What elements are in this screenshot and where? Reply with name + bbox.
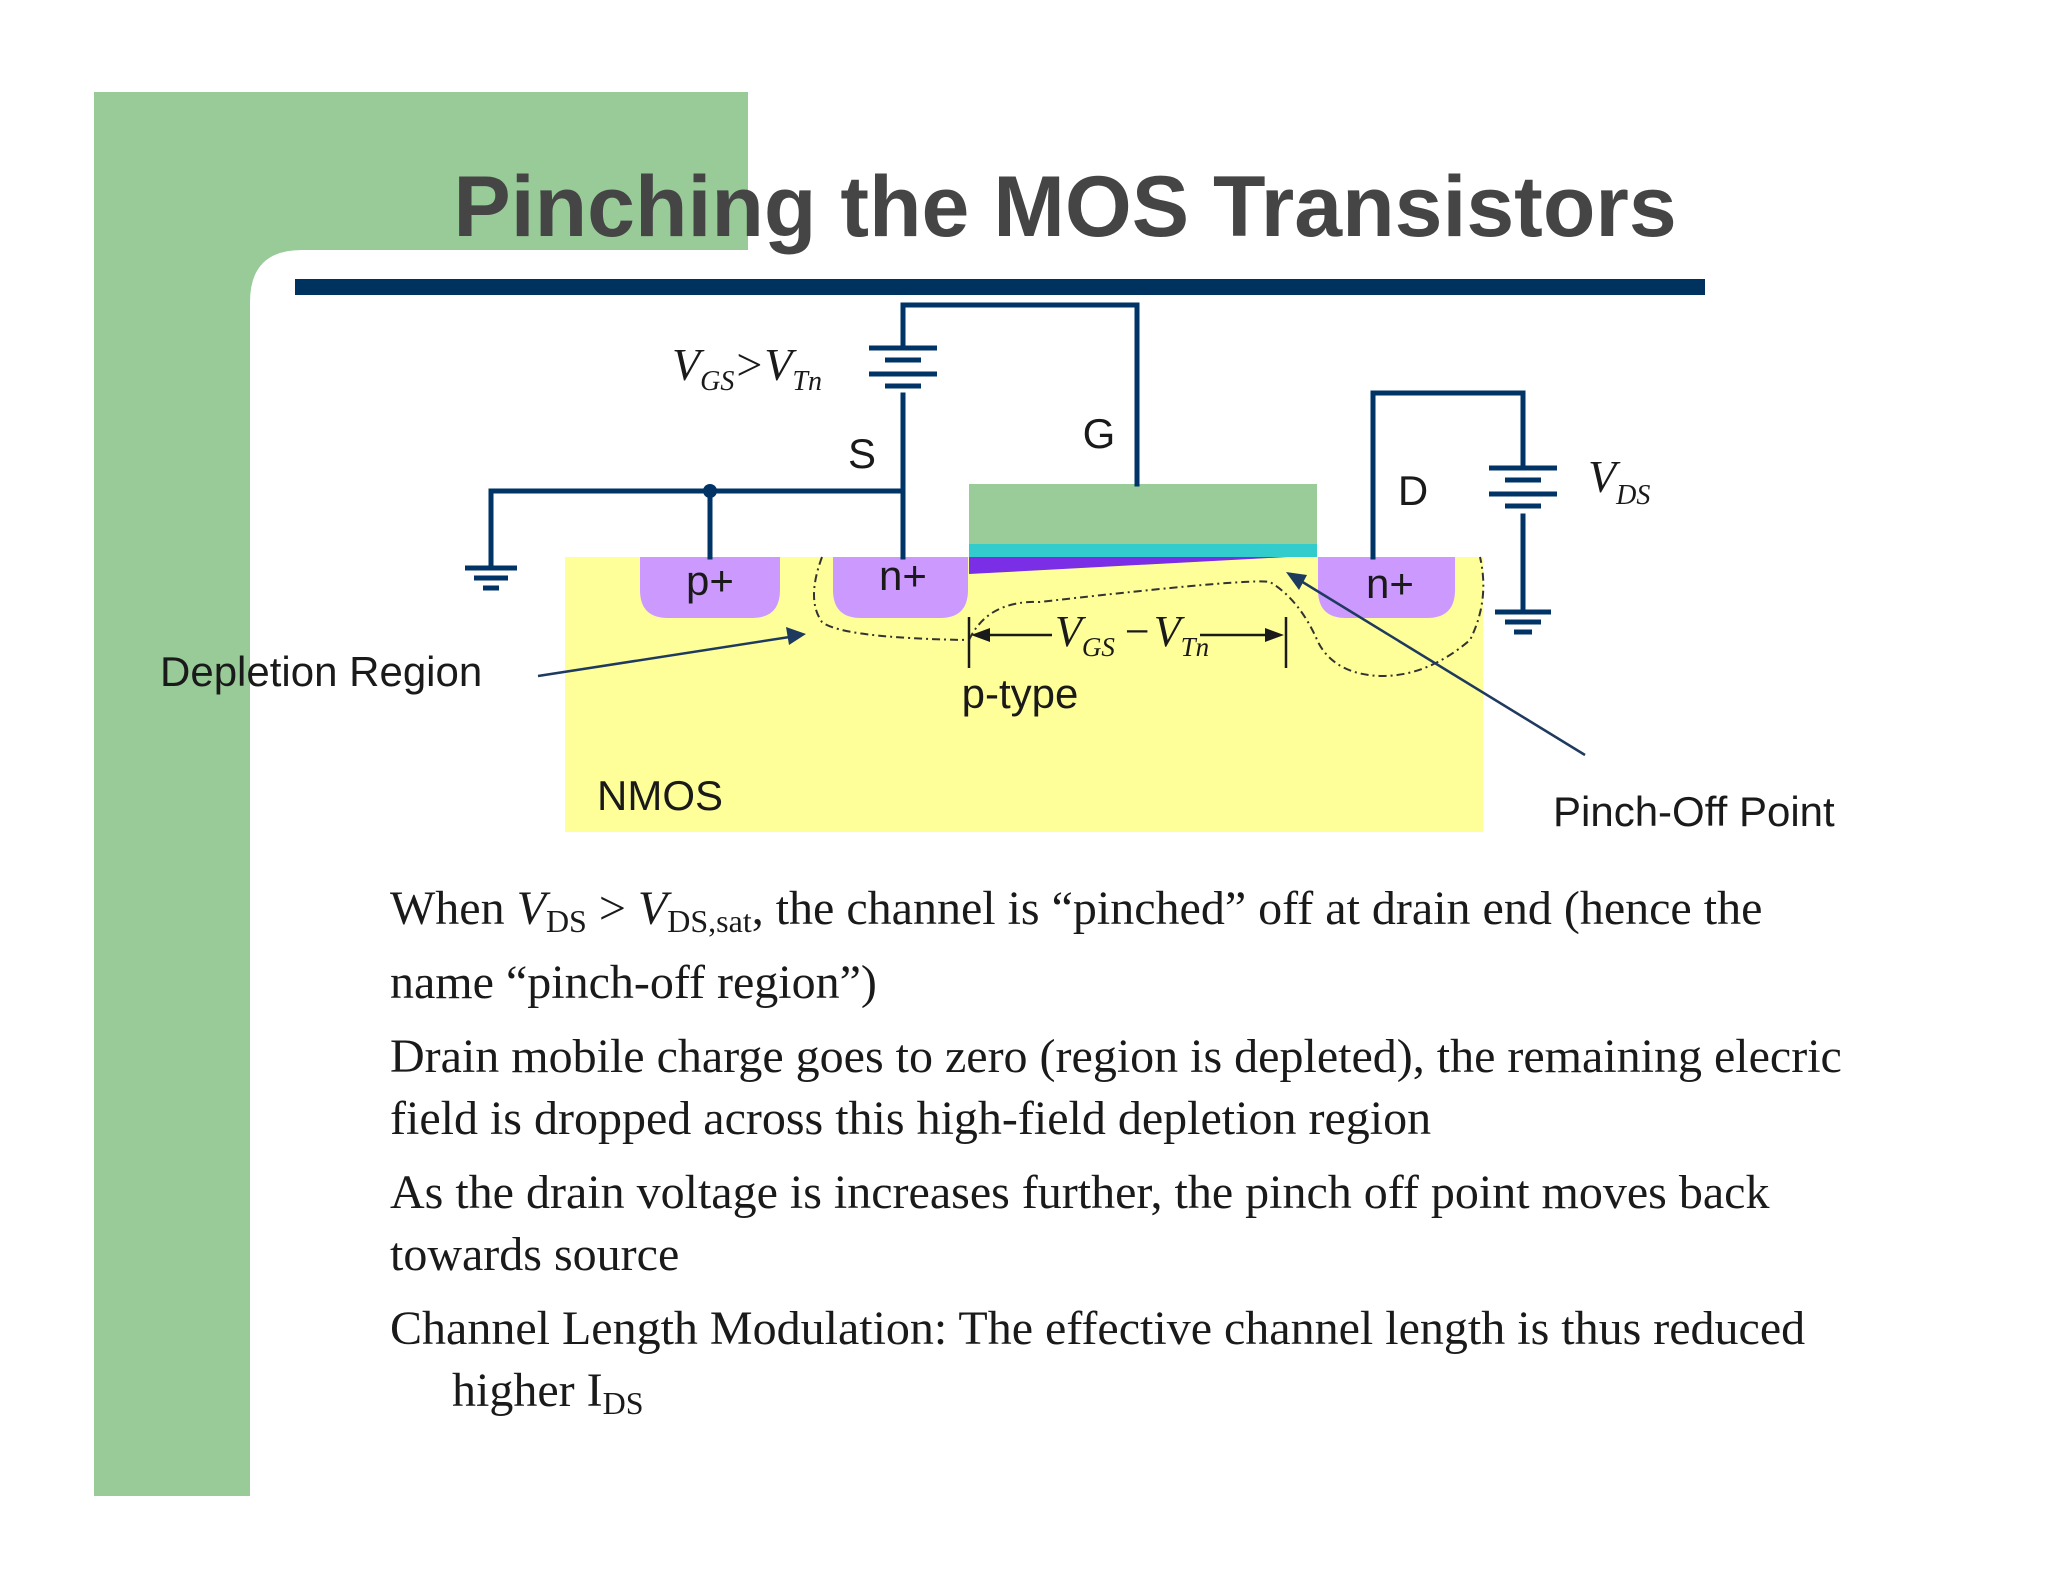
arrow-icon [1286, 572, 1307, 590]
bullet-text: higher IDS [452, 1364, 644, 1421]
depletion-boundary-source [813, 556, 969, 641]
bullet-text: Channel Length Modulation: The effective… [390, 1302, 1806, 1355]
bullet-list: When VDS > VDS,sat, the channel is “pinc… [390, 878, 1990, 1446]
battery-icon [869, 345, 937, 389]
ground-icon [1495, 609, 1551, 635]
depletion-pointer [537, 627, 806, 678]
bullet-text: Drain mobile charge goes to zero (region… [390, 1030, 1842, 1083]
ground-icon [465, 565, 517, 591]
bullet-text: name “pinch-off region”) [390, 956, 877, 1009]
subscript: DS [602, 1385, 644, 1421]
arrow-icon [971, 628, 990, 642]
overdrive-label: VGS−VTn [1055, 607, 1209, 662]
bullet-text: , the channel is “pinched” off at drain … [751, 882, 1763, 935]
device-label: NMOS [597, 772, 723, 819]
battery-icon [1489, 465, 1557, 509]
vds-symbol: V [516, 882, 546, 935]
vds-label: VDS [1588, 451, 1650, 511]
n-plus-source-region [833, 557, 968, 618]
bullet-text: towards source [390, 1228, 680, 1281]
pinch-off-pointer [1286, 572, 1586, 757]
pinched-channel [969, 557, 1288, 574]
gate-oxide [969, 544, 1317, 557]
subscript: DS,sat [667, 903, 752, 939]
n-plus-drain-label: n+ [1366, 560, 1414, 607]
drain-label: D [1398, 467, 1428, 514]
bullet-channel-length-modulation: Channel Length Modulation: The effective… [390, 1298, 1990, 1434]
gate-label: G [1083, 410, 1116, 457]
bullet-text: field is dropped across this high-field … [390, 1092, 1432, 1145]
bullet-drain-voltage: As the drain voltage is increases furthe… [390, 1162, 1990, 1286]
vds-sat-symbol: V [637, 882, 668, 935]
substrate-type-label: p-type [962, 670, 1079, 717]
pinch-off-point-label: Pinch-Off Point [1553, 788, 1835, 835]
bullet-text: As the drain voltage is increases furthe… [390, 1166, 1770, 1219]
circuit-wiring [488, 302, 1526, 611]
source-label: S [848, 430, 876, 477]
depletion-region-label: Depletion Region [160, 648, 482, 695]
p-plus-region [640, 557, 780, 618]
arrow-icon [786, 627, 806, 645]
green-accent-bar [94, 92, 748, 1496]
n-plus-drain-region [1318, 557, 1455, 618]
title-rule [295, 279, 1705, 295]
gate-electrode [969, 484, 1317, 544]
bullet-pinch-off: When VDS > VDS,sat, the channel is “pinc… [390, 878, 1990, 1014]
bullet-text: > [586, 882, 638, 935]
arrow-icon [1265, 628, 1284, 642]
slide-title: Pinching the MOS Transistors [453, 159, 1676, 255]
bullet-text: When [390, 882, 517, 935]
ground-junction-dot [703, 484, 717, 498]
bullet-drain-charge: Drain mobile charge goes to zero (region… [390, 1026, 1990, 1150]
subscript: DS [545, 903, 587, 939]
vgs-condition-label: VGS>VTn [672, 339, 822, 397]
overdrive-dimension [967, 617, 1288, 668]
n-plus-source-label: n+ [879, 552, 927, 599]
p-plus-label: p+ [686, 557, 734, 604]
